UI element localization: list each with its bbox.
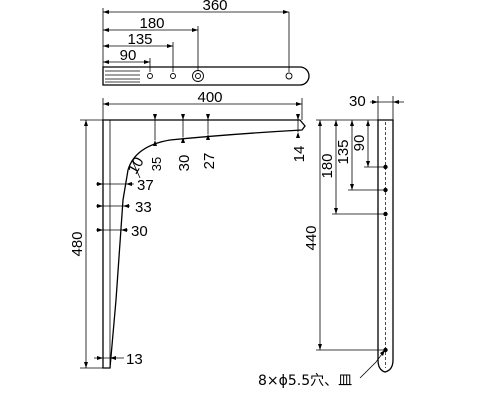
dim-label-480: 480 <box>69 231 86 256</box>
arrow-head <box>366 120 370 126</box>
hole-note: 8×ϕ5.5穴、皿 <box>258 373 352 389</box>
arrow-head <box>380 350 385 356</box>
dim-label-27: 27 <box>201 153 218 170</box>
side-view: 30 90 135 180 440 8×ϕ5.5穴、皿 <box>258 93 404 389</box>
arrow-head <box>123 204 129 208</box>
arrow-head <box>350 184 354 190</box>
dim-label-r10: 10 <box>125 154 148 177</box>
arrow-head <box>103 102 109 106</box>
side-view-hole <box>383 187 388 193</box>
arrow-head <box>350 120 354 126</box>
arrow-head <box>206 114 210 120</box>
arrow-head <box>97 182 103 186</box>
bracket-profile <box>102 119 306 369</box>
arrow-head <box>181 114 185 120</box>
top-view-hole-inner <box>195 73 201 79</box>
arrow-head <box>181 137 185 143</box>
arrow-head <box>153 140 157 146</box>
side-view-hole <box>383 211 388 217</box>
arrow-head <box>103 60 109 64</box>
arrow-head <box>97 204 103 208</box>
dim-label-135: 135 <box>335 139 352 164</box>
dim-label-90: 90 <box>120 47 137 64</box>
dim-label-30: 30 <box>349 93 366 110</box>
dim-label-90: 90 <box>351 135 368 152</box>
dim-label-180: 180 <box>319 153 336 178</box>
arrow-head <box>318 120 322 126</box>
arrow-head <box>296 114 300 120</box>
side-view-hole <box>383 164 388 170</box>
arrow-head <box>366 161 370 167</box>
top-view-hole <box>285 72 293 80</box>
arrow-head <box>103 10 109 14</box>
arrow-head <box>103 44 109 48</box>
top-view: 360 180 135 90 <box>102 0 310 86</box>
arrow-head <box>97 356 103 360</box>
arrow-head <box>283 10 289 14</box>
arrow-head <box>167 44 173 48</box>
radius-leader <box>131 159 141 179</box>
dim-label-440: 440 <box>303 225 320 250</box>
dim-label-30-side: 30 <box>131 223 148 240</box>
arrow-head <box>84 120 88 126</box>
arrow-head <box>334 208 338 214</box>
dim-label-14: 14 <box>291 146 308 163</box>
dim-label-13: 13 <box>126 351 143 368</box>
top-view-plate <box>102 66 310 86</box>
top-view-hole <box>147 73 153 79</box>
dim-label-180: 180 <box>139 15 164 32</box>
arrow-head <box>97 228 103 232</box>
arrow-head <box>110 356 116 360</box>
dim-label-360: 360 <box>202 0 227 14</box>
top-view-hole <box>170 73 176 79</box>
arrow-head <box>84 362 88 368</box>
dim-label-35: 35 <box>149 157 164 171</box>
arrow-head <box>296 132 300 138</box>
dim-label-400: 400 <box>197 89 222 106</box>
arrow-head <box>334 120 338 126</box>
arrow-head <box>121 228 127 232</box>
arrow-head <box>103 28 109 32</box>
arrow-head <box>144 60 150 64</box>
arrow-head <box>296 102 302 106</box>
dim-label-30-top: 30 <box>176 155 193 172</box>
arrow-head <box>393 100 399 104</box>
arrow-head <box>126 182 132 186</box>
arrow-head <box>318 344 322 350</box>
side-view-plate <box>377 119 394 373</box>
front-view: 400 35 30 27 14 10 37 33 <box>69 89 308 369</box>
dim-label-37: 37 <box>137 177 154 194</box>
dim-label-33: 33 <box>135 199 152 216</box>
arrow-head <box>192 28 198 32</box>
arrow-head <box>153 114 157 120</box>
dim-label-135: 135 <box>127 31 152 48</box>
arrow-head <box>206 134 210 140</box>
arrow-head <box>372 100 378 104</box>
